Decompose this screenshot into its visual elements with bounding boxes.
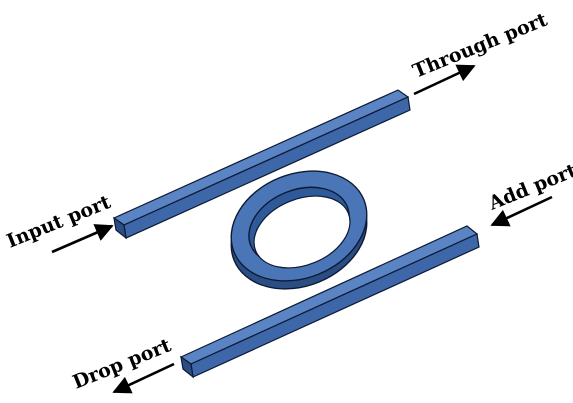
add-port-arrow: [490, 195, 553, 227]
lower-waveguide-end-face: [180, 355, 194, 379]
ring-hole: [253, 195, 351, 269]
through-port-label: Through port: [410, 9, 551, 83]
drop-port-arrow: [112, 362, 175, 394]
input-port-label: Input port: [4, 191, 114, 253]
through-port-arrow: [413, 64, 476, 96]
input-port-arrow: [51, 224, 114, 254]
upper-bus-waveguide: [112, 89, 411, 240]
lower-bus-waveguide: [179, 225, 480, 379]
drop-port-label: Drop port: [70, 334, 175, 393]
ring-resonator: [230, 170, 368, 290]
upper-waveguide-end-face: [113, 216, 127, 240]
